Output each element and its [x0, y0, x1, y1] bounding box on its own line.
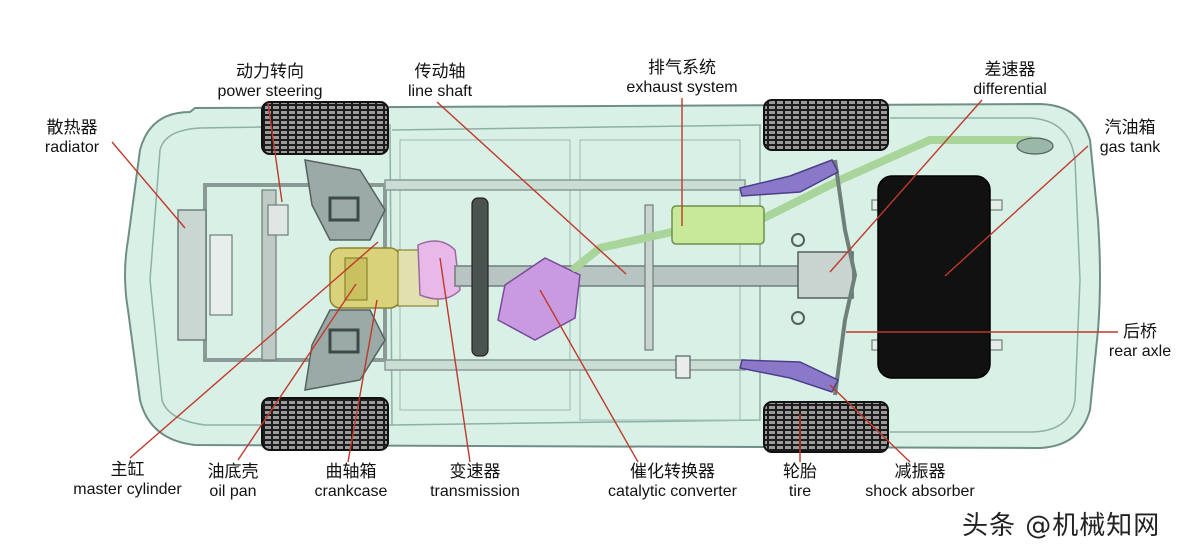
watermark: 头条 @机械知网: [962, 511, 1161, 541]
label-zh: 汽油箱: [1104, 118, 1156, 138]
exhaust-muffler: [671, 205, 765, 245]
cross-member: [471, 197, 489, 357]
label-gas-tank: 汽油箱 gas tank: [1080, 118, 1180, 158]
label-zh: 后桥: [1123, 322, 1157, 342]
label-zh: 主缸: [110, 460, 145, 480]
label-en: oil pan: [209, 483, 257, 501]
radiator-core: [209, 234, 233, 316]
leader-crankcase: [347, 299, 378, 463]
label-zh: 轮胎: [783, 462, 817, 482]
label-zh: 曲轴箱: [325, 462, 377, 482]
fuel-filter: [675, 355, 691, 379]
leader-radiator: [111, 141, 186, 229]
label-shock-absorber: 减振器 shock absorber: [855, 462, 985, 502]
label-differential: 差速器 differential: [950, 60, 1070, 100]
label-zh: 催化转换器: [630, 462, 715, 482]
leader-line-shaft: [436, 101, 627, 275]
label-radiator: 散热器 radiator: [22, 118, 122, 158]
label-line-shaft: 传动轴 line shaft: [385, 62, 495, 102]
exhaust-tip: [1016, 137, 1054, 155]
label-en: crankcase: [314, 483, 388, 501]
label-zh: 减振器: [894, 462, 946, 482]
leader-power-steering: [267, 102, 283, 203]
leader-master-cylinder: [129, 241, 379, 459]
differential-shape: [797, 251, 854, 299]
label-en: gas tank: [1099, 139, 1161, 157]
label-rear-axle: 后桥 rear axle: [1095, 322, 1185, 362]
leader-catalytic: [539, 289, 639, 463]
universal-joint: [791, 311, 805, 325]
label-en: shock absorber: [865, 483, 975, 501]
label-exhaust-system: 排气系统 exhaust system: [612, 58, 752, 98]
suspension-bracket: [328, 196, 360, 222]
shock-absorber-shape: [739, 359, 840, 393]
label-en: exhaust system: [626, 79, 738, 97]
gas-tank-shape: [877, 175, 991, 379]
label-zh: 变速器: [449, 462, 501, 482]
label-en: master cylinder: [73, 481, 182, 499]
label-oil-pan: 油底壳 oil pan: [193, 462, 273, 502]
front-tire-bottom: [261, 397, 389, 451]
label-master-cylinder: 主缸 master cylinder: [60, 460, 195, 500]
front-suspension: [304, 159, 386, 241]
label-tire: 轮胎 tire: [770, 462, 830, 502]
leader-lines: [111, 98, 1118, 463]
label-en: line shaft: [407, 83, 473, 101]
label-zh: 散热器: [46, 118, 98, 138]
label-zh: 动力转向: [236, 62, 304, 82]
label-crankcase: 曲轴箱 crankcase: [306, 462, 396, 502]
transmission-shape: [417, 240, 461, 300]
label-transmission: 变速器 transmission: [420, 462, 530, 502]
steering-box: [267, 204, 289, 236]
front-tire-top: [261, 101, 389, 155]
oil-pan-shape: [344, 257, 368, 301]
side-rail: [384, 359, 746, 371]
label-en: tire: [788, 483, 812, 501]
leader-shock: [829, 384, 911, 463]
catalytic-converter-shape: [497, 257, 581, 341]
universal-joint: [791, 233, 805, 247]
label-en: transmission: [430, 483, 520, 501]
radiator-shape: [177, 209, 207, 341]
rear-tire-top: [763, 99, 889, 151]
exhaust-pipe: [571, 136, 1034, 272]
shock-absorber-shape: [739, 159, 839, 197]
rear-axle-shape: [833, 159, 858, 396]
label-catalytic-converter: 催化转换器 catalytic converter: [595, 462, 750, 502]
label-zh: 传动轴: [414, 62, 466, 82]
car-trunk-panel: [890, 117, 1081, 433]
label-zh: 排气系统: [648, 58, 716, 78]
leader-gas-tank: [944, 145, 1089, 277]
side-rail: [384, 179, 746, 191]
label-en: power steering: [217, 83, 323, 101]
suspension-bracket: [328, 328, 360, 354]
label-zh: 差速器: [984, 60, 1036, 80]
label-en: rear axle: [1108, 343, 1172, 361]
leader-oil-pan: [237, 283, 357, 461]
label-en: radiator: [44, 139, 100, 157]
cross-member: [644, 204, 654, 351]
rear-tire-bottom: [763, 401, 889, 453]
leader-differential: [829, 99, 983, 273]
label-en: differential: [973, 81, 1047, 99]
leader-transmission: [439, 257, 471, 463]
label-en: catalytic converter: [608, 483, 737, 501]
label-power-steering: 动力转向 power steering: [205, 62, 335, 102]
label-zh: 油底壳: [207, 462, 259, 482]
